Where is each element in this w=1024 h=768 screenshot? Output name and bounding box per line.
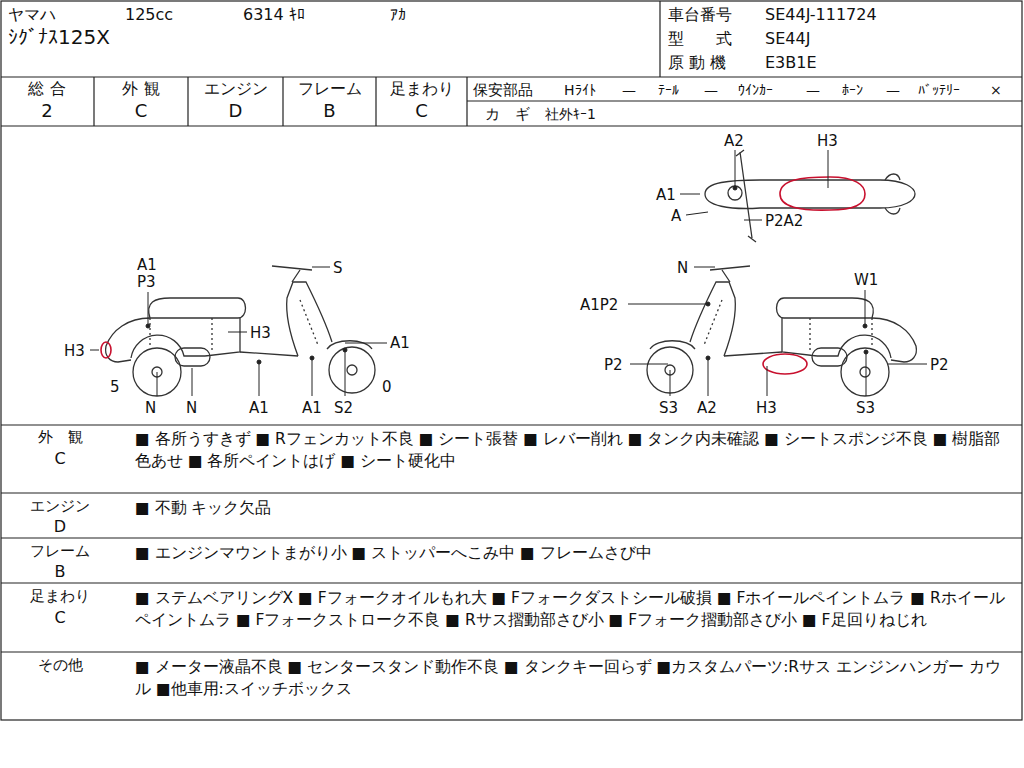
grade-head: エンジン — [188, 80, 283, 98]
callout-code: P2 — [930, 356, 949, 374]
mileage: 6314 ｷﾛ — [243, 6, 305, 24]
grade-head: 外 観 — [94, 80, 188, 98]
callout-code: H3 — [756, 399, 777, 417]
grade-value: C — [376, 102, 467, 120]
safety-item: Hﾗｲﾄ — [564, 81, 596, 99]
safety-state: — — [886, 81, 900, 99]
safety-state: — — [622, 81, 636, 99]
callout-code: S2 — [334, 399, 353, 417]
remark-grade: B — [10, 563, 110, 581]
grade-head: 総 合 — [0, 80, 94, 98]
callout-code: A1 — [656, 186, 676, 204]
callout-code: A — [671, 207, 681, 225]
color: ｱｶ — [390, 6, 406, 24]
remark-text: ■ メーター液晶不良 ■ センタースタンド動作不良 ■ タンクキー回らず ■カス… — [135, 656, 1007, 700]
engine-code: E3B1E — [765, 54, 817, 72]
maker: ヤマハ — [8, 6, 56, 24]
grade-head: フレーム — [283, 80, 376, 98]
callout-code: A1 — [137, 256, 157, 274]
key-value: 社外ｷｰ1 — [545, 105, 596, 123]
callout-code: P3 — [137, 273, 156, 291]
remark-text: ■ 不動 キック欠品 — [135, 497, 1007, 519]
frame-number: SE44J-111724 — [765, 6, 877, 24]
field-name: 車台番号 — [668, 6, 732, 24]
remark-head: 足まわり — [10, 587, 110, 605]
callout-code: N — [145, 399, 156, 417]
callout-number: 0 — [382, 378, 392, 396]
safety-state: — — [704, 81, 718, 99]
grade-value: C — [94, 102, 188, 120]
remark-text: ■ 各所うすきず ■ Rフェンカット不良 ■ シート張替 ■ レバー削れ ■ タ… — [135, 428, 1007, 472]
callout-code: S — [333, 259, 343, 277]
callout-code: S3 — [659, 399, 678, 417]
safety-item: ﾎｰﾝ — [842, 81, 863, 99]
displacement: 125cc — [125, 6, 173, 24]
grade-value: 2 — [0, 102, 94, 120]
safety-item: ｳｲﾝｶｰ — [738, 81, 773, 99]
grade-value: D — [188, 102, 283, 120]
safety-head: 保安部品 — [473, 81, 533, 99]
key-head: カ ギ — [485, 105, 530, 123]
remark-head: エンジン — [10, 497, 110, 515]
model-code: SE44J — [765, 30, 810, 48]
remark-grade: C — [10, 450, 110, 468]
remark-text: ■ ステムベアリングX ■ Fフォークオイルもれ大 ■ Fフォークダストシール破… — [135, 587, 1007, 631]
callout-code: P2 — [604, 356, 623, 374]
safety-state: — — [806, 81, 820, 99]
callout-code: A2 — [724, 132, 744, 150]
field-name: 型 式 — [668, 30, 732, 48]
callout-code: N — [677, 259, 688, 277]
callout-code: N — [186, 399, 197, 417]
callout-code: P2A2 — [765, 212, 803, 230]
safety-state: × — [990, 81, 1002, 99]
callout-code: A1 — [302, 399, 322, 417]
callout-code: H3 — [64, 342, 85, 360]
remark-grade: D — [10, 518, 110, 536]
callout-code: H3 — [817, 132, 838, 150]
safety-item: ﾊﾞｯﾃﾘｰ — [918, 81, 960, 99]
model-name: ｼｸﾞﾅｽ125X — [8, 28, 110, 46]
callout-code: S3 — [856, 399, 875, 417]
grade-value: B — [283, 102, 376, 120]
remark-grade: C — [10, 609, 110, 627]
remark-text: ■ エンジンマウントまがり小 ■ ストッパーへこみ中 ■ フレームさび中 — [135, 542, 1007, 564]
remark-head: その他 — [10, 656, 110, 674]
callout-code: A1 — [249, 399, 269, 417]
callout-code: A2 — [697, 399, 717, 417]
safety-item: ﾃｰﾙ — [658, 81, 679, 99]
callout-code: A1 — [390, 334, 410, 352]
grade-head: 足まわり — [376, 80, 467, 98]
callout-code: H3 — [250, 324, 271, 342]
callout-code: A1P2 — [580, 296, 618, 314]
callout-code: W1 — [854, 271, 878, 289]
remark-head: フレーム — [10, 542, 110, 560]
remark-head: 外 観 — [10, 428, 110, 446]
callout-number: 5 — [110, 378, 120, 396]
field-name: 原 動 機 — [668, 54, 726, 72]
